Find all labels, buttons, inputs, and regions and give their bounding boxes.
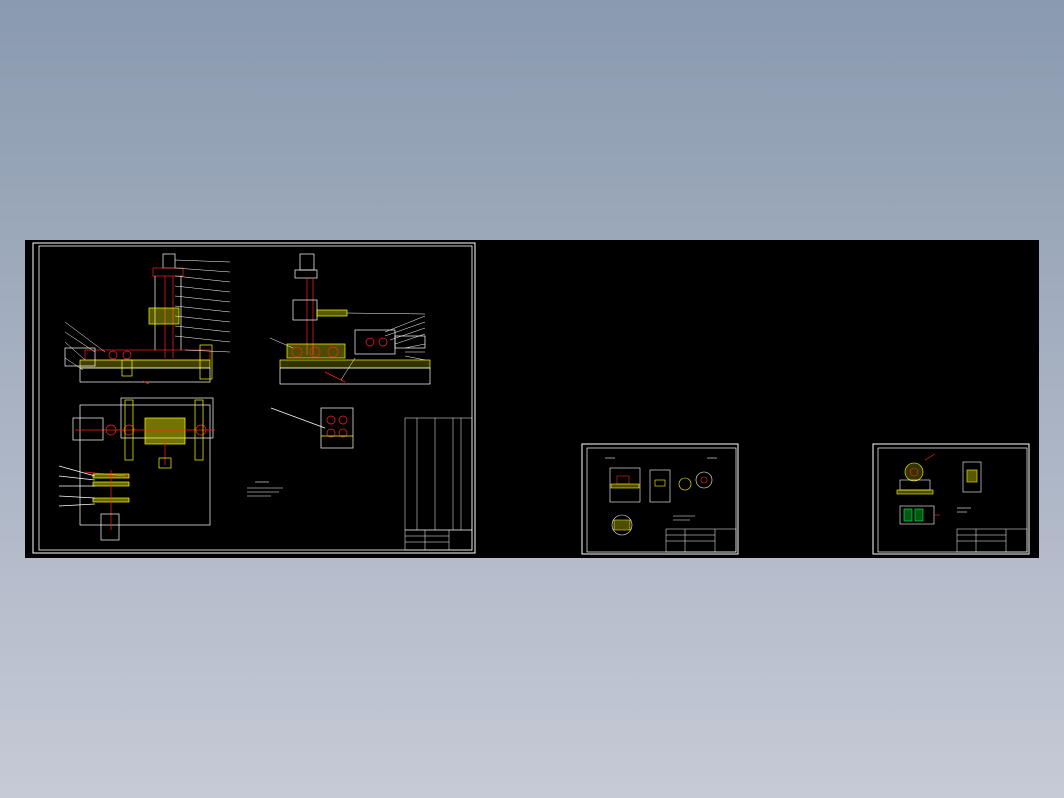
cad-drawing: [32, 242, 1030, 555]
part-sheet-1[interactable]: [581, 443, 739, 555]
part-sheet-2[interactable]: [872, 443, 1030, 555]
parts-list: [404, 417, 473, 531]
sheet-inner-border: [586, 447, 737, 553]
sheet-inner-border: [38, 245, 473, 551]
part-views: [605, 457, 717, 536]
part-views: [896, 453, 982, 525]
sheet-outer-border: [581, 443, 739, 555]
title-block: [404, 529, 473, 551]
front-view: [64, 253, 213, 385]
section-detail: [270, 407, 354, 449]
sheet-outer-border: [872, 443, 1030, 555]
assembly-sheet[interactable]: [32, 242, 476, 554]
top-view: [72, 397, 215, 526]
side-view: [279, 253, 431, 385]
side-view-leaders: [269, 312, 426, 381]
shaft-detail: [58, 465, 130, 541]
model-space-canvas[interactable]: [25, 240, 1039, 558]
sheet-inner-border: [877, 447, 1028, 553]
sheet-outer-border: [32, 242, 476, 554]
technical-notes: [247, 481, 283, 497]
front-view-leaders: [64, 259, 231, 371]
part-title-block: [956, 528, 1028, 553]
part-title-block: [665, 528, 737, 553]
